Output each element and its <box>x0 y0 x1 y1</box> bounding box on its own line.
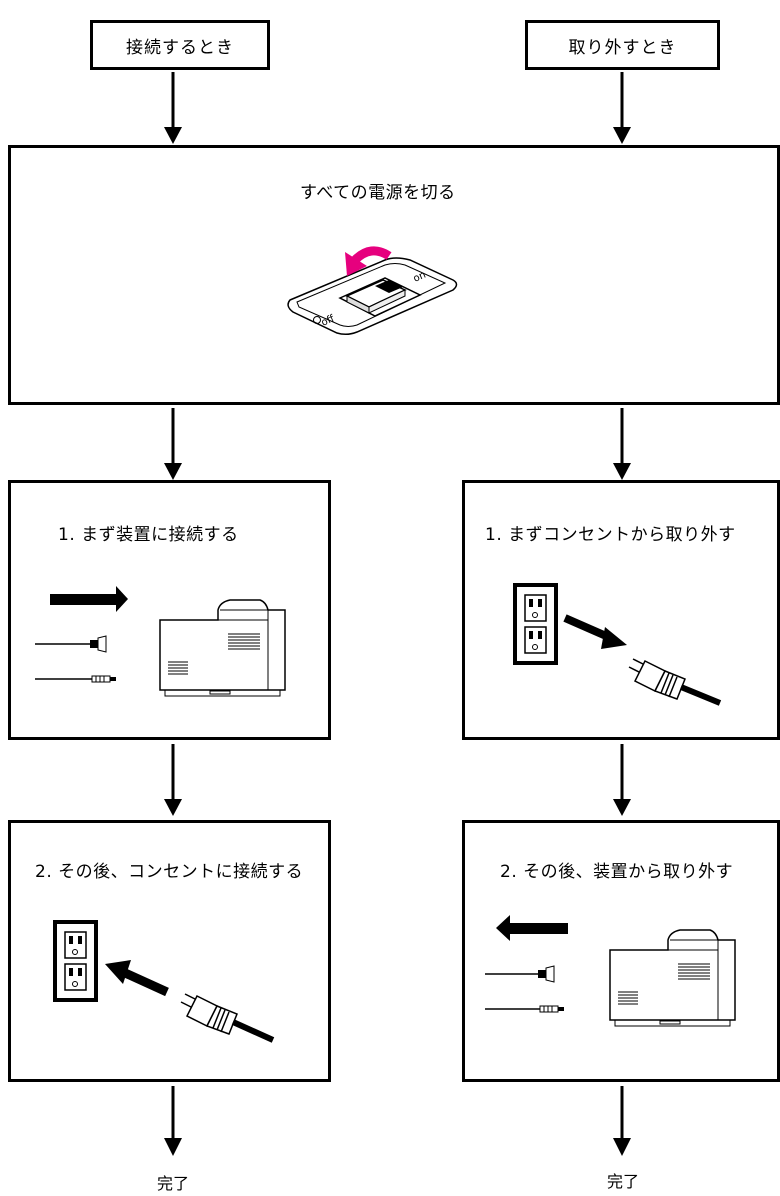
down-arrow-icon <box>613 408 631 480</box>
power-off-title: すべての電源を切る <box>300 183 456 203</box>
switch-on-label: on <box>412 270 428 285</box>
disconnect-header-label: 取り外すとき <box>568 37 677 58</box>
down-arrow-icon <box>164 72 182 144</box>
down-arrow-icon <box>164 744 182 816</box>
down-arrow-icon <box>613 744 631 816</box>
connect-header-box: 接続するとき <box>90 20 270 70</box>
disconnect-header-box: 取り外すとき <box>525 20 720 70</box>
connect-step1-title: 1. まず装置に接続する <box>58 525 239 545</box>
unplug-from-outlet-illustration <box>513 583 722 706</box>
plug-into-outlet-illustration <box>53 920 275 1043</box>
down-arrow-icon <box>613 72 631 144</box>
connect-step2-title: 2. その後、コンセントに接続する <box>35 862 304 882</box>
disconnect-step2-title: 2. その後、装置から取り外す <box>500 862 734 882</box>
cable-from-printer-illustration <box>485 915 736 1027</box>
cable-to-printer-illustration <box>35 586 286 697</box>
down-arrow-icon <box>164 408 182 480</box>
disconnect-step1-title: 1. まずコンセントから取り外す <box>485 525 736 545</box>
connect-done-label: 完了 <box>157 1174 190 1193</box>
down-arrow-icon <box>613 1086 631 1156</box>
down-arrow-icon <box>164 1086 182 1156</box>
disconnect-done-label: 完了 <box>607 1172 640 1191</box>
connect-header-label: 接続するとき <box>126 37 234 58</box>
power-switch-illustration: on off <box>287 246 458 336</box>
switch-off-label: off <box>320 313 337 329</box>
